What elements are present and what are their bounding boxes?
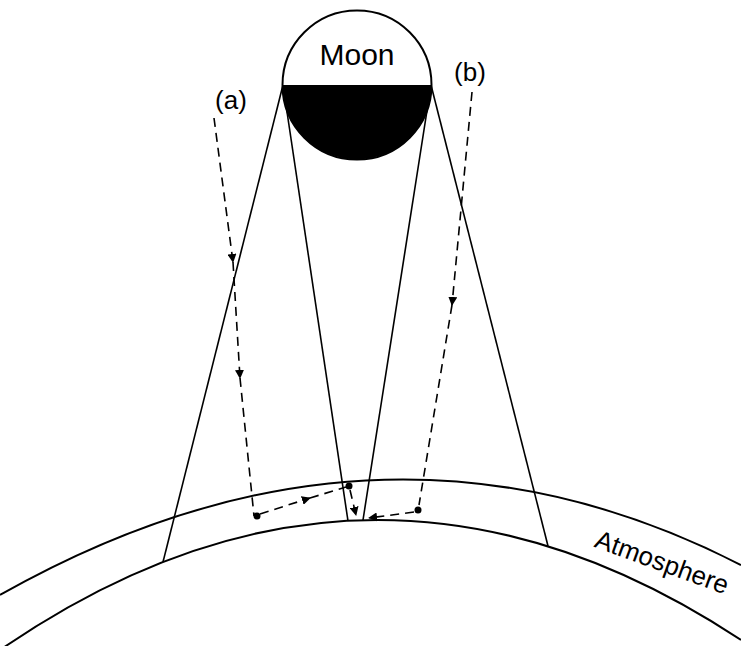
path-label: (b)	[454, 59, 486, 85]
scatter-point	[254, 483, 422, 520]
moon-shape	[281, 9, 433, 161]
moon-label: Moon	[319, 38, 394, 72]
cone-line	[163, 85, 283, 562]
light-path-b	[369, 92, 472, 518]
earth-surface	[0, 520, 741, 646]
cone-line	[431, 85, 548, 546]
path-label: (a)	[215, 87, 247, 113]
light-path-a	[214, 118, 356, 516]
moon-disc: Moon	[281, 9, 433, 161]
region-label: Atmosphere	[592, 526, 733, 598]
